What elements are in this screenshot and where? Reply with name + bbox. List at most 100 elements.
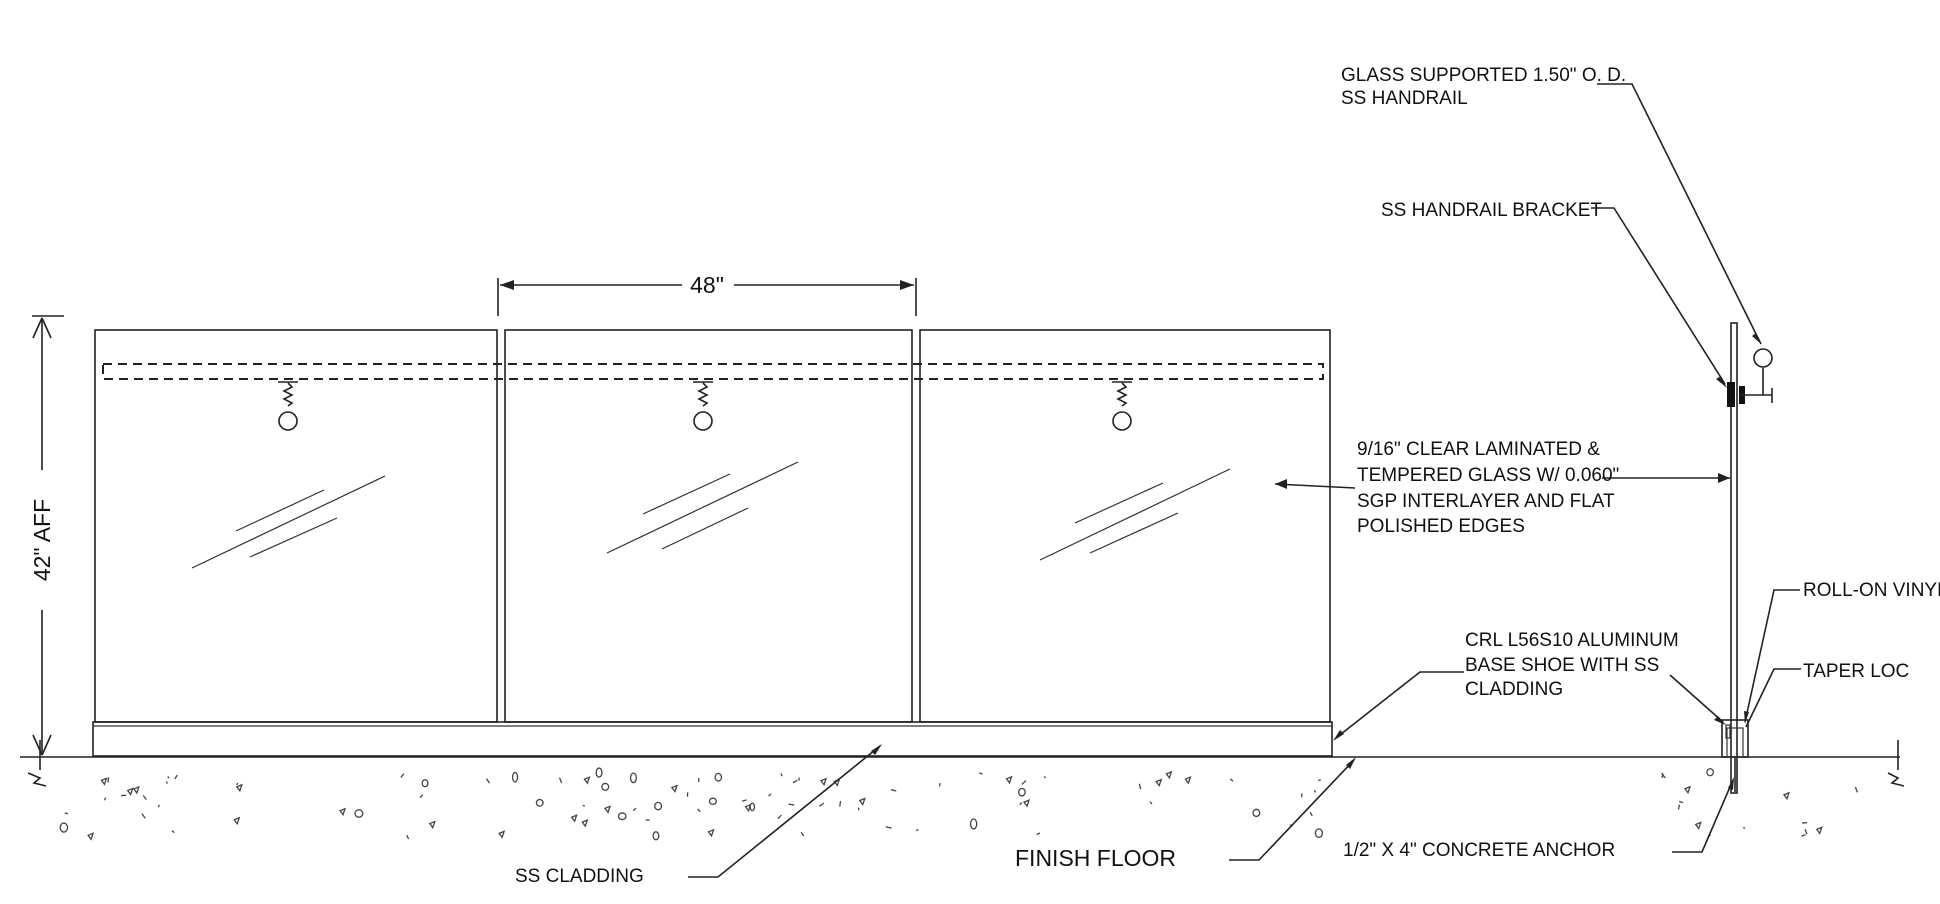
concrete-speckle: [1043, 775, 1047, 779]
callout-ss-cladding: SS CLADDING: [515, 866, 644, 887]
concrete-speckle: [141, 813, 146, 819]
concrete-speckle: [1036, 832, 1041, 836]
concrete-slab-hatch: [59, 767, 1858, 841]
concrete-speckle: [236, 782, 239, 786]
concrete-speckle: [1782, 791, 1791, 801]
concrete-speckle: [1677, 804, 1681, 810]
concrete-speckle: [858, 797, 866, 806]
glass-panel-center: [504, 329, 913, 723]
callout-base-shoe: CRL L56S10 ALUMINUM BASE SHOE WITH SS CL…: [1465, 630, 1684, 700]
concrete-speckle: [558, 777, 563, 784]
concrete-speckle: [768, 793, 772, 797]
leader-lines: [688, 83, 1801, 878]
concrete-speckle: [1252, 808, 1261, 818]
concrete-speckle: [652, 831, 660, 841]
concrete-speckle: [1314, 828, 1324, 839]
concrete-speckle: [103, 797, 107, 801]
concrete-speckle: [1023, 798, 1031, 808]
concrete-speckle: [1165, 770, 1173, 780]
concrete-speckle: [167, 776, 170, 779]
concrete-speckle: [839, 800, 842, 807]
handrail-hidden-line: [102, 363, 1324, 380]
concrete-speckle: [1804, 829, 1808, 835]
concrete-speckle: [1661, 773, 1664, 779]
callout-handrail: GLASS SUPPORTED 1.50" O. D. SS HANDRAIL: [1341, 65, 1631, 109]
glass-panel-left: [94, 329, 498, 723]
concrete-speckle: [171, 830, 175, 834]
concrete-speckle: [142, 795, 147, 801]
concrete-speckle: [670, 784, 678, 793]
concrete-speckle: [915, 828, 919, 832]
concrete-speckle: [87, 832, 95, 841]
base-shoe-cladding: [92, 721, 1333, 757]
handrail-bracket-elevation: [278, 381, 1132, 431]
concrete-speckle: [617, 812, 627, 821]
concrete-speckle: [157, 804, 161, 808]
concrete-speckle: [788, 803, 795, 806]
concrete-speckle: [511, 771, 519, 783]
concrete-speckle: [1706, 768, 1715, 777]
concrete-speckle: [749, 802, 756, 812]
concrete-speckle: [174, 774, 178, 780]
concrete-speckle: [697, 808, 701, 813]
concrete-speckle: [603, 805, 612, 814]
concrete-speckle: [165, 781, 169, 784]
concrete-speckle: [885, 826, 892, 829]
concrete-speckle: [400, 773, 405, 778]
concrete-speckle: [707, 828, 715, 838]
concrete-speckle: [777, 814, 782, 820]
callout-concrete-anchor: 1/2" X 4" CONCRETE ANCHOR: [1343, 840, 1615, 861]
concrete-speckle: [570, 814, 578, 823]
concrete-speckle: [1005, 775, 1013, 785]
concrete-speckle: [535, 798, 544, 807]
concrete-speckle: [632, 807, 637, 812]
concrete-speckle: [126, 787, 134, 796]
concrete-speckle: [498, 830, 506, 839]
concrete-speckle: [421, 779, 429, 788]
concrete-speckle: [486, 778, 491, 784]
concrete-speckle: [1679, 800, 1684, 804]
concrete-speckle: [741, 799, 747, 802]
concrete-speckle: [1018, 787, 1026, 797]
finish-floor-line: [20, 740, 1905, 787]
callout-finish-floor: FINISH FLOOR: [1015, 845, 1176, 871]
glass-panel-right: [919, 329, 1331, 723]
concrete-speckle: [1021, 780, 1027, 785]
callout-roll-on-vinyl: ROLL-ON VINYL: [1803, 580, 1940, 601]
dimension-48-inch: 48": [497, 272, 917, 316]
concrete-speckle: [890, 789, 897, 792]
concrete-speckle: [1694, 821, 1702, 830]
concrete-speckle: [1155, 778, 1163, 787]
concrete-speckle: [1229, 778, 1234, 782]
concrete-speckle: [780, 773, 783, 777]
concrete-speckle: [581, 818, 589, 828]
concrete-speckle: [406, 834, 410, 840]
concrete-speckle: [1801, 834, 1806, 837]
dimension-48-label: 48": [690, 272, 724, 298]
concrete-speckle: [64, 812, 69, 815]
callout-glass: 9/16" CLEAR LAMINATED & TEMPERED GLASS W…: [1357, 439, 1625, 537]
concrete-speckle: [1854, 786, 1858, 793]
concrete-speckle: [1815, 826, 1823, 835]
dimension-42-inch-aff: 42" AFF: [29, 315, 64, 756]
concrete-speckle: [338, 807, 347, 817]
concrete-speckle: [792, 779, 798, 784]
concrete-speckle: [1184, 775, 1192, 785]
concrete-speckle: [714, 772, 723, 782]
concrete-speckle: [629, 772, 638, 784]
concrete-speckle: [1138, 783, 1142, 790]
concrete-speckle: [235, 783, 243, 793]
concrete-speckle: [818, 802, 825, 807]
concrete-speckle: [820, 777, 828, 787]
concrete-speckle: [100, 777, 108, 786]
concrete-speckle: [233, 816, 241, 826]
concrete-speckle: [419, 794, 424, 799]
concrete-speckle: [595, 767, 603, 778]
concrete-speckle: [132, 785, 140, 795]
concrete-speckle: [708, 797, 717, 806]
concrete-speckle: [583, 776, 591, 785]
concrete-speckle: [1742, 826, 1746, 829]
concrete-speckle: [1149, 801, 1153, 805]
concrete-speckle: [654, 801, 663, 811]
